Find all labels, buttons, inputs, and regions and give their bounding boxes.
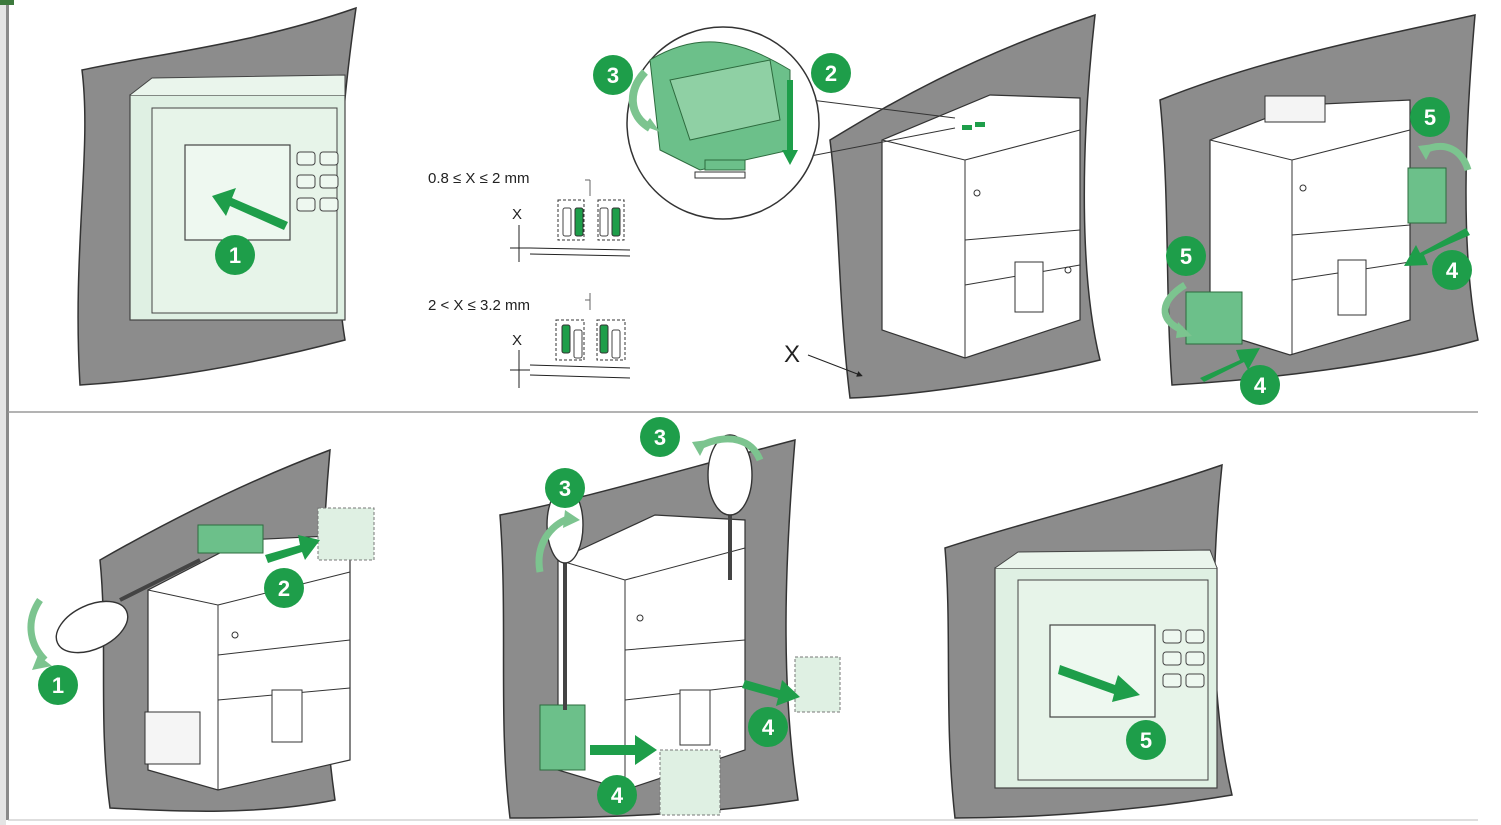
pull-arrow	[1058, 665, 1140, 702]
x-symbol-1: X	[512, 206, 522, 223]
step-badge-1: 1	[52, 673, 64, 698]
thickness-label: X	[784, 341, 800, 368]
x-symbol-2: X	[512, 332, 522, 349]
tolerance-range-2: 2 < X ≤ 3.2 mm	[428, 297, 530, 314]
screwdriver	[119, 558, 201, 602]
step-badge-2: 2	[825, 61, 837, 86]
step-badge-4a: 4	[1446, 258, 1459, 283]
panel-bottom-2: 3 3 4 4	[499, 417, 841, 819]
step-badge-4a: 4	[611, 783, 624, 808]
step-badge-4b: 4	[762, 715, 775, 740]
tolerance-range-1: 0.8 ≤ X ≤ 2 mm	[428, 170, 530, 187]
arrow-right	[265, 535, 320, 563]
step-badge-3a: 3	[559, 476, 571, 501]
step-badge-2: 2	[278, 576, 290, 601]
panel-top-3: 5 5 4 4	[1159, 14, 1479, 405]
step-badge-5a: 5	[1424, 105, 1436, 130]
panel-top-1: 1	[77, 6, 357, 386]
callout-line	[794, 97, 956, 119]
step-badge-5b: 5	[1180, 244, 1192, 269]
step-badge-3b: 3	[654, 425, 666, 450]
step-badge-4b: 4	[1254, 373, 1267, 398]
tolerance-detail: 0.8 ≤ X ≤ 2 mm X 2 < X ≤ 3.2 mm X	[428, 170, 631, 388]
panel-bottom-1: 1 2	[27, 448, 375, 813]
step-badge-5: 5	[1140, 728, 1152, 753]
arrow-right	[742, 680, 800, 706]
insert-arrow	[212, 188, 288, 230]
arrow-right	[590, 735, 657, 765]
step-badge-3: 3	[607, 63, 619, 88]
arrow-right	[1200, 348, 1260, 382]
step-badge-1: 1	[229, 243, 241, 268]
device-body	[881, 94, 1081, 359]
arrow-left	[1404, 228, 1470, 266]
panel-bottom-3: 5	[944, 463, 1233, 819]
panel-top-2: 3 2 X	[593, 13, 1101, 399]
